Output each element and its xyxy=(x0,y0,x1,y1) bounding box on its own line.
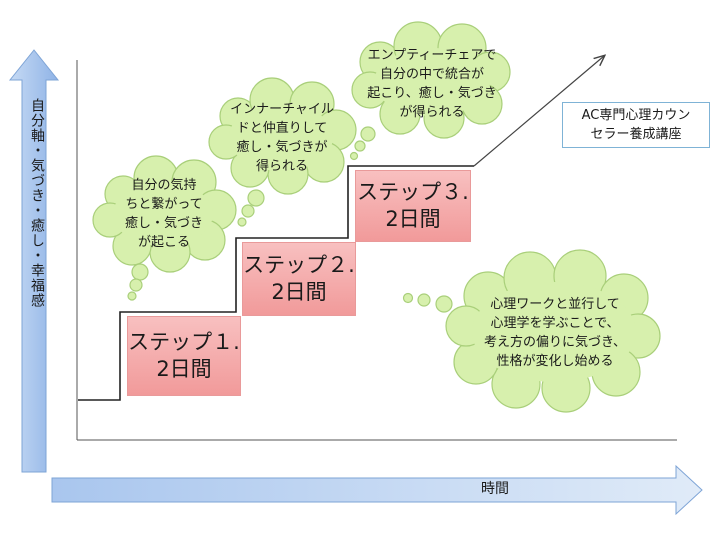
thought-cloud-3 xyxy=(349,21,511,161)
thought-cloud-2 xyxy=(208,77,357,227)
y-axis-label: 自分軸・気づき・癒し・幸福感 xyxy=(29,98,45,308)
x-axis-arrow xyxy=(51,464,703,516)
cloud-1-text: 自分の気持 ちと繋がって 癒し・気づき が起こる xyxy=(124,178,203,250)
y-axis-arrow xyxy=(8,49,60,473)
course-title-box: AC専門心理カウン セラー養成講座 xyxy=(562,102,710,148)
cloud-4-text: 心理ワークと並行して 心理学を学ぶことで、 考え方の偏りに気づき、 性格が変化し… xyxy=(483,297,627,369)
growth-staircase xyxy=(78,165,474,401)
step-3-box: ステップ３. 2日間 xyxy=(355,170,471,242)
cloud-3-text: エンプティーチェアで 自分の中で統合が 起こり、癒し・気づき が得られる xyxy=(367,48,497,120)
growth-arrow xyxy=(473,56,604,167)
thought-cloud-1 xyxy=(92,155,237,301)
cloud-2-text: インナーチャイル ドと仲直りして 癒し・気づきが 得られる xyxy=(230,102,334,174)
step-2-box: ステップ２. 2日間 xyxy=(242,242,356,316)
step-1-box: ステップ１. 2日間 xyxy=(127,316,241,396)
thought-cloud-4 xyxy=(402,249,661,413)
x-axis-label: 時間 xyxy=(481,481,509,497)
